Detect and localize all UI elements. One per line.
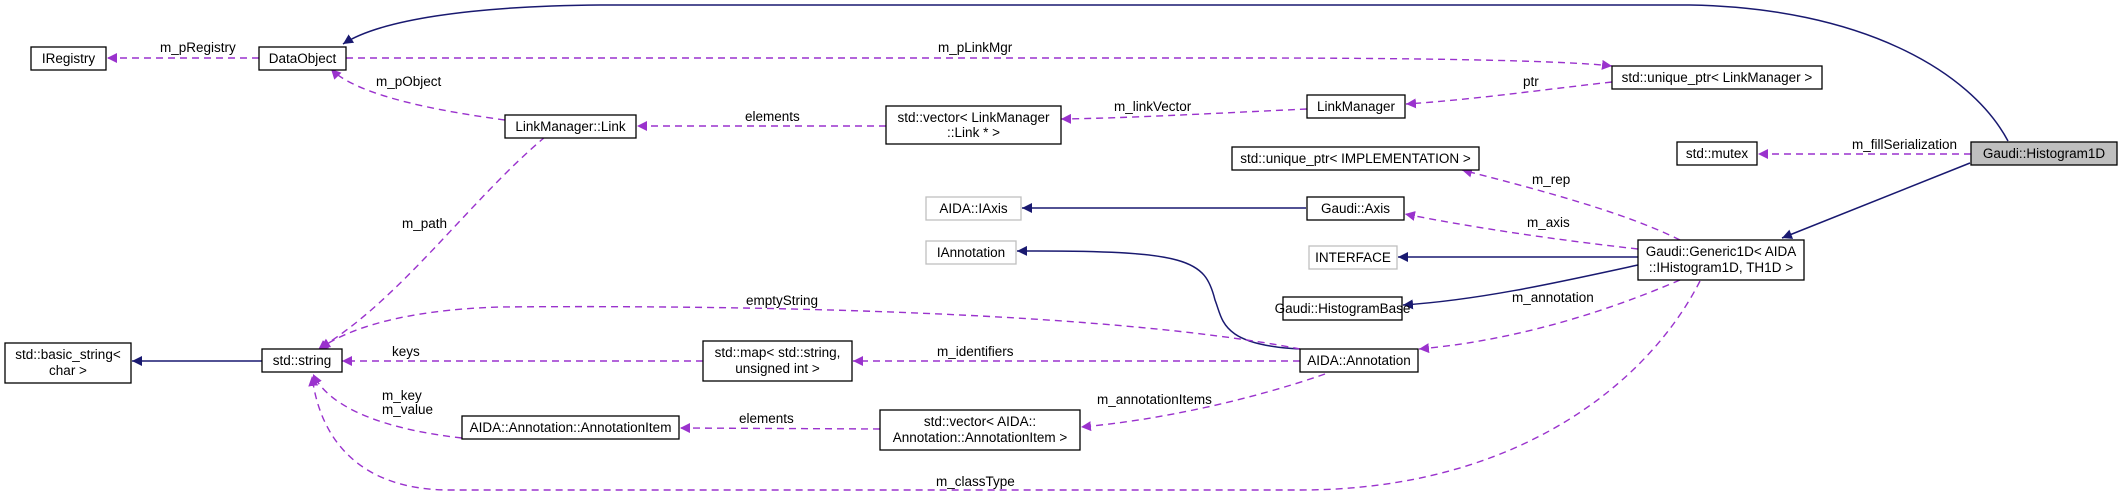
label-keys: keys <box>392 344 420 359</box>
label-m-key: m_key <box>382 388 422 403</box>
label-ptr: ptr <box>1523 74 1539 89</box>
label-m-value: m_value <box>382 402 433 417</box>
svg-text:char >: char > <box>49 363 87 378</box>
label-elements-link: elements <box>745 109 800 124</box>
label-m-plinkmgr: m_pLinkMgr <box>938 40 1013 55</box>
node-unique-ptr-linkmanager[interactable]: std::unique_ptr< LinkManager > <box>1611 65 1823 90</box>
svg-text:std::unique_ptr< IMPLEMENTATIO: std::unique_ptr< IMPLEMENTATION > <box>1240 151 1471 166</box>
edge-m-pobject <box>330 68 506 121</box>
edge-m-rep <box>1461 167 1681 241</box>
label-m-pregistry: m_pRegistry <box>160 40 236 55</box>
svg-text:LinkManager: LinkManager <box>1317 99 1396 114</box>
svg-text:std::string: std::string <box>273 353 332 368</box>
label-m-rep: m_rep <box>1532 172 1570 187</box>
svg-text:IAnnotation: IAnnotation <box>937 245 1005 260</box>
node-vector-annotation-item[interactable]: std::vector< AIDA:: Annotation::Annotati… <box>879 409 1081 451</box>
label-m-path: m_path <box>402 216 447 231</box>
label-m-axis: m_axis <box>1527 215 1570 230</box>
edge-annotation-to-iannotation <box>1016 245 1301 350</box>
node-std-string[interactable]: std::string <box>261 348 343 373</box>
svg-text:Gaudi::Histogram1D: Gaudi::Histogram1D <box>1983 146 2106 161</box>
node-gaudi-histogrambase[interactable]: Gaudi::HistogramBase <box>1275 296 1411 321</box>
svg-text:IRegistry: IRegistry <box>42 51 96 66</box>
svg-text:INTERFACE: INTERFACE <box>1315 250 1391 265</box>
edge-m-key-value <box>312 373 463 439</box>
label-m-linkvector: m_linkVector <box>1114 99 1192 114</box>
svg-text:std::map< std::string,: std::map< std::string, <box>715 345 841 360</box>
svg-text:DataObject: DataObject <box>269 51 337 66</box>
edge-m-axis <box>1404 211 1639 250</box>
svg-text:LinkManager::Link: LinkManager::Link <box>515 119 626 134</box>
node-gaudi-generic1d[interactable]: Gaudi::Generic1D< AIDA ::IHistogram1D, T… <box>1637 239 1805 281</box>
node-iannotation[interactable]: IAnnotation <box>925 240 1017 265</box>
svg-text:std::vector< AIDA::: std::vector< AIDA:: <box>924 414 1036 429</box>
label-elements-item: elements <box>739 411 794 426</box>
node-vector-linkmanager-link[interactable]: std::vector< LinkManager ::Link * > <box>885 105 1062 145</box>
edge-m-classtype <box>308 280 1701 491</box>
svg-text:AIDA::Annotation: AIDA::Annotation <box>1307 353 1411 368</box>
node-std-basic-string[interactable]: std::basic_string< char > <box>4 342 132 384</box>
edge-m-annotationitems <box>1080 373 1326 432</box>
node-gaudi-histogram1d[interactable]: Gaudi::Histogram1D <box>1970 141 2118 166</box>
label-m-pobject: m_pObject <box>376 74 442 89</box>
node-interface[interactable]: INTERFACE <box>1308 245 1398 270</box>
node-dataobject[interactable]: DataObject <box>258 46 347 71</box>
node-annotation-item[interactable]: AIDA::Annotation::AnnotationItem <box>461 415 680 440</box>
edge-ptr <box>1405 81 1613 109</box>
svg-text:std::basic_string<: std::basic_string< <box>15 347 121 362</box>
node-gaudi-axis[interactable]: Gaudi::Axis <box>1306 196 1405 221</box>
svg-text:::Link * >: ::Link * > <box>947 125 1000 140</box>
edge-m-plinkmgr <box>346 57 1613 70</box>
edge-histogram1d-to-generic1d <box>1781 162 1971 239</box>
edge-m-path <box>319 136 546 349</box>
svg-text:AIDA::IAxis: AIDA::IAxis <box>939 201 1008 216</box>
label-m-identifiers: m_identifiers <box>937 344 1014 359</box>
svg-text:unsigned int >: unsigned int > <box>735 361 820 376</box>
svg-text:::IHistogram1D, TH1D >: ::IHistogram1D, TH1D > <box>1649 260 1793 275</box>
node-linkmanager-link[interactable]: LinkManager::Link <box>504 114 637 139</box>
edge-generic1d-to-histogrambase <box>1402 264 1639 310</box>
label-m-fillserialization: m_fillSerialization <box>1852 137 1957 152</box>
edge-m-linkvector <box>1060 108 1308 124</box>
svg-text:AIDA::Annotation::AnnotationIt: AIDA::Annotation::AnnotationItem <box>470 420 672 435</box>
node-linkmanager[interactable]: LinkManager <box>1306 94 1406 119</box>
edge-elements-item <box>679 423 881 434</box>
node-iregistry[interactable]: IRegistry <box>30 46 107 71</box>
node-unique-ptr-implementation[interactable]: std::unique_ptr< IMPLEMENTATION > <box>1231 146 1480 171</box>
svg-text:std::vector< LinkManager: std::vector< LinkManager <box>898 110 1050 125</box>
svg-text:Annotation::AnnotationItem >: Annotation::AnnotationItem > <box>893 430 1068 445</box>
label-m-annotationitems: m_annotationItems <box>1097 392 1212 407</box>
svg-text:std::mutex: std::mutex <box>1686 146 1749 161</box>
label-m-annotation: m_annotation <box>1512 290 1594 305</box>
node-std-mutex[interactable]: std::mutex <box>1676 141 1758 166</box>
edge-emptystring <box>317 305 1301 351</box>
svg-text:Gaudi::Generic1D< AIDA: Gaudi::Generic1D< AIDA <box>1646 244 1796 259</box>
svg-text:Gaudi::Axis: Gaudi::Axis <box>1321 201 1390 216</box>
svg-text:Gaudi::HistogramBase: Gaudi::HistogramBase <box>1275 301 1411 316</box>
node-aida-iaxis[interactable]: AIDA::IAxis <box>925 196 1022 221</box>
edge-histogram1d-to-dataobject <box>342 4 2009 142</box>
edge-m-annotation <box>1418 279 1681 354</box>
label-m-classtype: m_classType <box>936 474 1015 489</box>
svg-text:std::unique_ptr< LinkManager >: std::unique_ptr< LinkManager > <box>1622 70 1813 85</box>
node-aida-annotation[interactable]: AIDA::Annotation <box>1299 348 1419 373</box>
node-std-map-string-uint[interactable]: std::map< std::string, unsigned int > <box>702 340 853 382</box>
label-emptystring: emptyString <box>746 293 818 308</box>
